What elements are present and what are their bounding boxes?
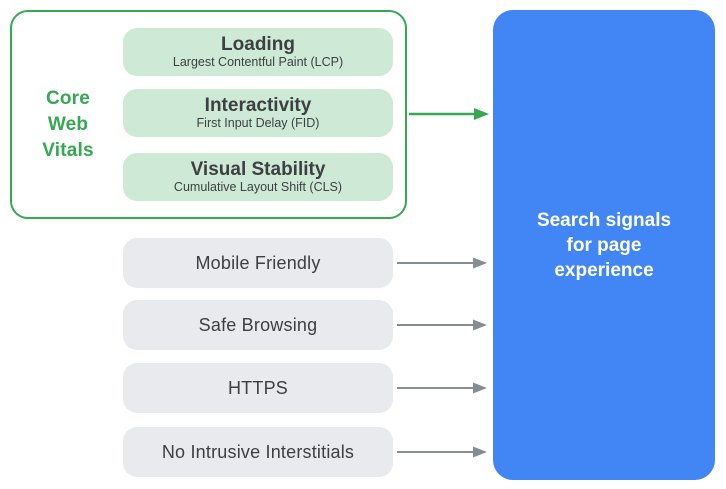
vital-card-loading: Loading Largest Contentful Paint (LCP): [123, 28, 393, 76]
signal-pill-https: HTTPS: [123, 363, 393, 413]
vital-title-loading: Loading: [221, 34, 295, 55]
vital-card-interactivity: Interactivity First Input Delay (FID): [123, 89, 393, 137]
signal-arrow-safe-browsing: [397, 319, 487, 331]
core-web-vitals-label: Core Web Vitals: [42, 88, 94, 161]
signal-pill-mobile-friendly: Mobile Friendly: [123, 238, 393, 288]
signal-label-mobile-friendly: Mobile Friendly: [195, 252, 321, 273]
signal-pill-safe-browsing: Safe Browsing: [123, 300, 393, 350]
signal-arrow-https: [397, 382, 487, 394]
search-signals-box: Search signals for page experience: [493, 10, 715, 480]
vital-card-visual-stability: Visual Stability Cumulative Layout Shift…: [123, 153, 393, 201]
signal-arrow-mobile-friendly: [397, 257, 487, 269]
vital-title-visual-stability: Visual Stability: [190, 159, 326, 180]
search-signals-title: Search signals for page experience: [536, 209, 672, 281]
core-web-vitals-arrow: [409, 108, 489, 120]
vital-title-interactivity: Interactivity: [204, 95, 312, 116]
vital-subtitle-cls: Cumulative Layout Shift (CLS): [173, 180, 343, 194]
signal-label-no-intrusive-interstitials: No Intrusive Interstitials: [161, 441, 355, 462]
signal-arrow-no-intrusive-interstitials: [397, 446, 487, 458]
vital-subtitle-lcp: Largest Contentful Paint (LCP): [172, 55, 344, 69]
signal-pill-no-intrusive-interstitials: No Intrusive Interstitials: [123, 427, 393, 477]
signal-label-https: HTTPS: [227, 377, 288, 398]
core-web-vitals-group: Core Web Vitals Loading Largest Contentf…: [10, 10, 407, 219]
signal-label-safe-browsing: Safe Browsing: [198, 314, 318, 335]
vital-subtitle-fid: First Input Delay (FID): [196, 116, 320, 130]
